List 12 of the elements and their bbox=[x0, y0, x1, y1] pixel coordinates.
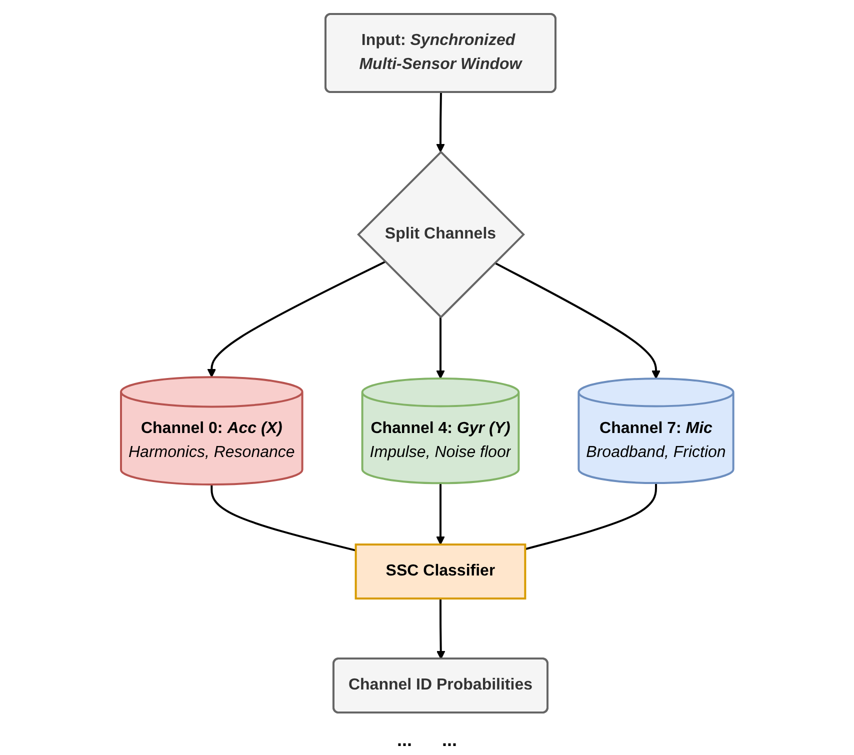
arrow bbox=[494, 262, 660, 379]
arrow bbox=[436, 482, 445, 545]
node-box: SSC Classifier bbox=[354, 543, 526, 600]
arrow bbox=[436, 598, 446, 660]
connector bbox=[524, 482, 657, 550]
connector bbox=[210, 484, 356, 552]
ellipsis-text: ... bbox=[396, 730, 412, 751]
node-diamond: Split Channels bbox=[356, 150, 525, 318]
arrow bbox=[207, 260, 386, 378]
arrow bbox=[436, 316, 445, 379]
arrow bbox=[436, 92, 445, 152]
ellipsis-text: ... bbox=[442, 730, 458, 751]
